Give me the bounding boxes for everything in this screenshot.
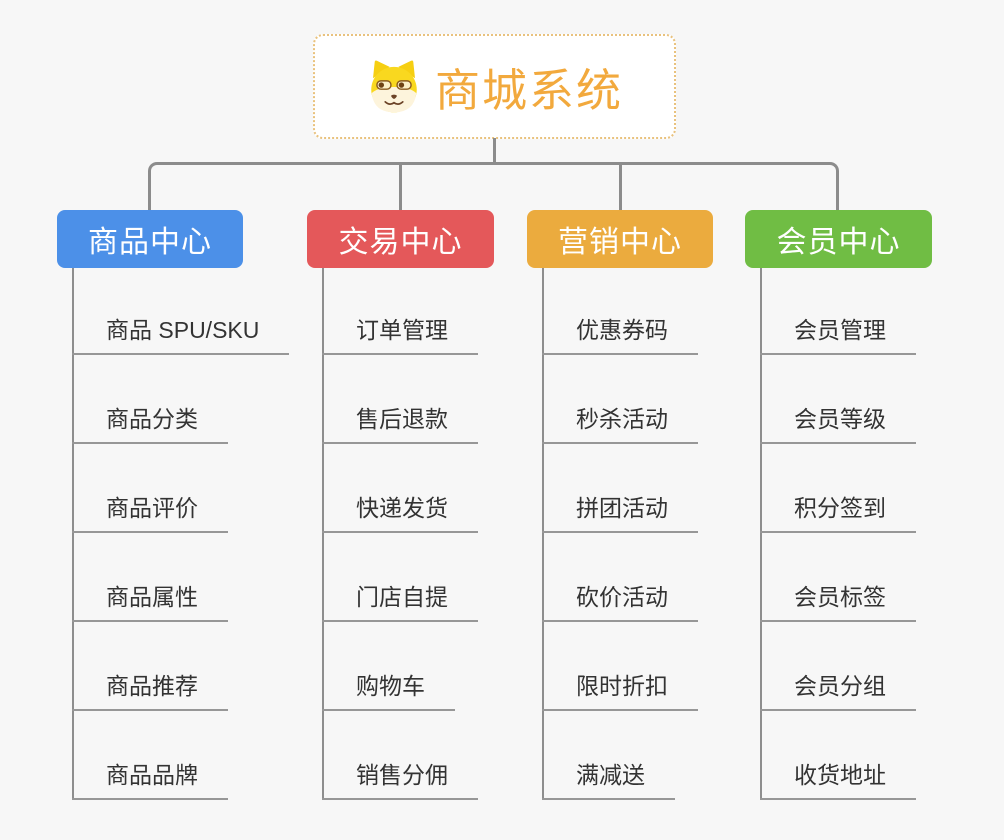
branch-node-trade-center[interactable]: 交易中心 xyxy=(307,210,494,268)
leaf-node[interactable]: 收货地址 xyxy=(760,760,916,800)
connector-drop-branch2 xyxy=(399,164,402,210)
leaf-node[interactable]: 商品属性 xyxy=(72,582,228,622)
leaf-node[interactable]: 快递发货 xyxy=(322,493,478,533)
connector-drop-branch3 xyxy=(619,164,622,210)
leaf-node[interactable]: 限时折扣 xyxy=(542,671,698,711)
branch-node-member-center[interactable]: 会员中心 xyxy=(745,210,932,268)
branch-label: 会员中心 xyxy=(776,226,901,259)
leaf-node[interactable]: 门店自提 xyxy=(322,582,478,622)
root-node[interactable]: 商城系统 xyxy=(313,34,676,139)
connector-root-stem xyxy=(493,138,496,164)
leaf-node[interactable]: 商品分类 xyxy=(72,404,228,444)
leaf-node[interactable]: 会员管理 xyxy=(760,315,916,355)
leaf-node[interactable]: 购物车 xyxy=(322,671,455,711)
leaf-node[interactable]: 优惠券码 xyxy=(542,315,698,355)
leaf-node[interactable]: 商品评价 xyxy=(72,493,228,533)
leaf-node[interactable]: 秒杀活动 xyxy=(542,404,698,444)
leaf-node[interactable]: 订单管理 xyxy=(322,315,478,355)
leaf-node[interactable]: 拼团活动 xyxy=(542,493,698,533)
leaf-node[interactable]: 满减送 xyxy=(542,760,675,800)
root-title: 商城系统 xyxy=(434,65,623,116)
leaf-node[interactable]: 销售分佣 xyxy=(322,760,478,800)
leaf-node[interactable]: 商品推荐 xyxy=(72,671,228,711)
branch-label: 商品中心 xyxy=(88,226,212,259)
leaf-node[interactable]: 会员标签 xyxy=(760,582,916,622)
branch-node-marketing-center[interactable]: 营销中心 xyxy=(527,210,713,268)
leaf-node[interactable]: 砍价活动 xyxy=(542,582,698,622)
leaf-node[interactable]: 商品品牌 xyxy=(72,760,228,800)
dog-icon xyxy=(371,59,417,112)
branch-node-product-center[interactable]: 商品中心 xyxy=(57,210,243,268)
branch-label: 营销中心 xyxy=(558,226,682,259)
connector-bus-line xyxy=(148,162,839,210)
branch-label: 交易中心 xyxy=(338,226,463,259)
leaf-node[interactable]: 商品 SPU/SKU xyxy=(72,315,290,355)
leaf-node[interactable]: 积分签到 xyxy=(760,493,916,533)
leaf-node[interactable]: 售后退款 xyxy=(322,404,478,444)
leaf-node[interactable]: 会员分组 xyxy=(760,671,916,711)
leaf-node[interactable]: 会员等级 xyxy=(760,404,916,444)
